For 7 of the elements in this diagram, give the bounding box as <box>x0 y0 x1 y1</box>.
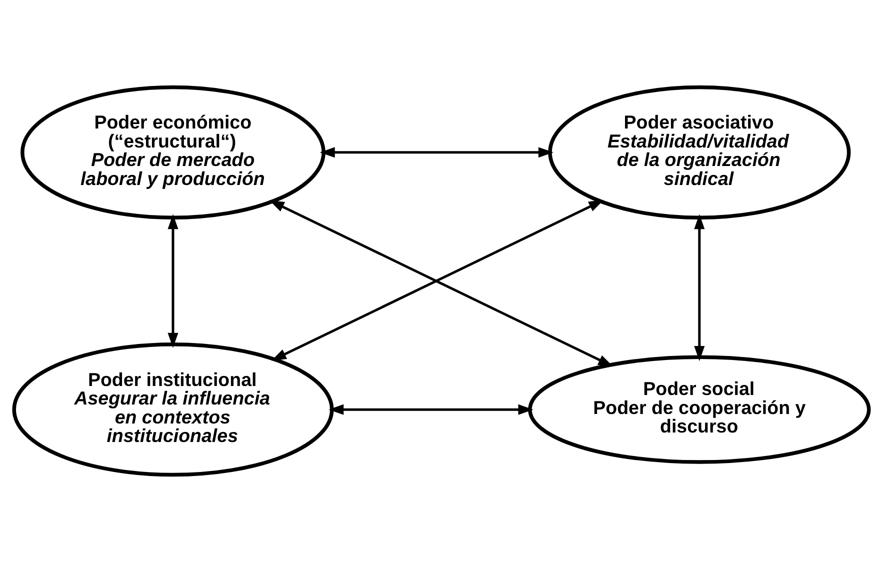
node-ellipse: Poder económico (“estructural“) Poder de mercado laboral y producción <box>20 84 326 219</box>
arrow <box>168 214 178 348</box>
node-ellipse: Poder asociativo Estabilidad/vitalidad de la organización sindical <box>548 84 851 219</box>
arrow <box>694 214 705 361</box>
arrow <box>328 404 534 414</box>
node-ellipse: Poder institucional Asegurar la influencia en contextos institucionales <box>12 342 334 476</box>
arrow <box>320 146 554 158</box>
